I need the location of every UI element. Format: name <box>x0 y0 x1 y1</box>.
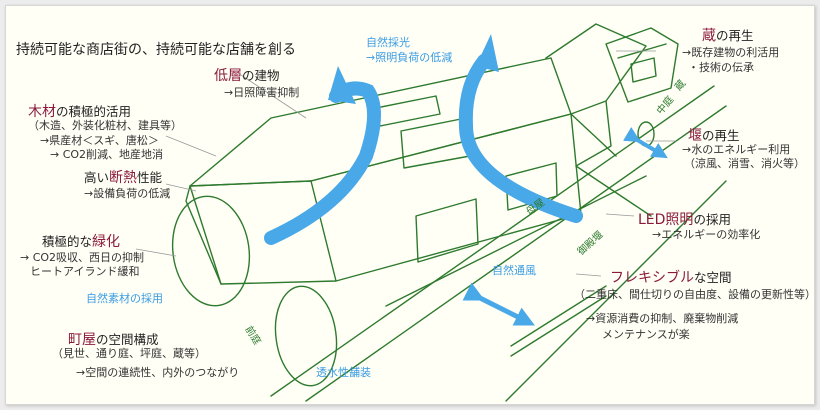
label-teiso: 低層の建物 <box>214 68 280 84</box>
ventilation-arrow <box>462 282 535 326</box>
label-flexible-l2: →資源消費の抑制、廃棄物削減 <box>586 312 739 325</box>
label-flexible-l1: （二重床、間仕切りの自由度、設備の更新性等） <box>574 288 815 301</box>
label-seki-l2: （涼風、消雪、消火等） <box>684 157 805 170</box>
building-illustration <box>135 23 727 402</box>
label-machiya-l2: →空間の連続性、内外のつながり <box>76 366 240 379</box>
label-mokuzai: 木材の積極的活用 <box>28 104 132 120</box>
label-seki-l1: →水のエネルギー利用 <box>682 143 791 156</box>
label-flexible: フレキシブルな空間 <box>610 270 732 286</box>
light-arrow-left <box>264 81 382 245</box>
label-shizen-tsufu: 自然通風 <box>492 264 536 277</box>
light-arrow-right <box>458 54 491 133</box>
label-ryokka-l2: ヒートアイランド緩和 <box>30 265 140 278</box>
seki-arrow <box>623 127 668 159</box>
label-dannetsu: 高い断熱性能 <box>84 170 163 186</box>
label-ryokka-l1: → CO2吸収、西日の抑制 <box>20 251 145 264</box>
label-led: LED照明の採用 <box>638 212 731 228</box>
label-shizen-sozai: 自然素材の採用 <box>86 292 163 305</box>
breeze-arrow <box>459 119 583 223</box>
label-shizen-saiko: 自然採光 <box>366 36 410 49</box>
label-saiko-detail: →照明負荷の低減 <box>366 51 453 64</box>
label-mokuzai-l2: →県産材＜スギ、唐松＞ <box>40 134 159 147</box>
label-kura-l1: →既存建物の利活用 <box>682 46 780 59</box>
side-wall <box>310 113 582 282</box>
label-machiya-l1: （見世、通り庭、坪庭、蔵等） <box>52 347 206 360</box>
label-seki: 堰の再生 <box>688 128 740 144</box>
front-garden-oval <box>171 195 251 307</box>
label-mokuzai-l1: （木造、外装化粧材、建具等） <box>28 119 182 132</box>
diagram-frame: 持続可能な商店街の、持続可能な店舗を創る 低層の建物 →日照障害抑制 木材の積極… <box>5 5 815 405</box>
label-teiso-detail: →日照障害抑制 <box>224 86 300 99</box>
label-dannetsu-detail: →設備負荷の低減 <box>84 187 171 200</box>
label-flexible-l3: メンテナンスが楽 <box>602 328 690 341</box>
page-title: 持続可能な商店街の、持続可能な店舗を創る <box>16 42 296 58</box>
label-kura-l2: ・技術の伝承 <box>688 61 754 74</box>
label-kura: 蔵の再生 <box>702 28 754 44</box>
side-window <box>415 198 479 263</box>
street-edge <box>270 85 715 397</box>
label-led-detail: →エネルギーの効率化 <box>652 228 761 241</box>
label-mokuzai-l3: → CO2削減、地産地消 <box>50 148 164 161</box>
label-machiya: 町屋の空間構成 <box>68 332 159 348</box>
label-tosui-hoso: 透水性舗装 <box>316 366 371 379</box>
kura-storehouse <box>605 27 679 103</box>
label-ryokka: 積極的な緑化 <box>42 234 121 250</box>
skylight-box <box>375 95 441 127</box>
annex <box>545 23 647 115</box>
